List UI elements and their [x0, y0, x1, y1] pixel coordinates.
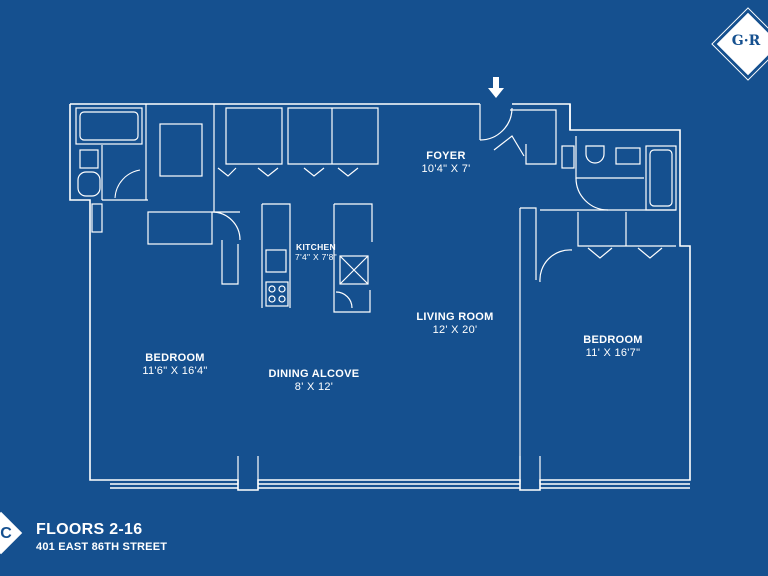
room-dims: 11'6" X 16'4"	[142, 364, 208, 377]
brand-logo: G·R	[716, 12, 768, 76]
room-label-kitchen: KITCHEN 7'4" X 7'8"	[288, 242, 344, 263]
room-dims: 12' X 20'	[432, 323, 478, 336]
living-partitions	[237, 456, 541, 484]
room-dims: 10'4" X 7'	[421, 162, 471, 175]
room-label-bedroom-left: BEDROOM 11'6" X 16'4"	[120, 352, 230, 377]
room-name: LIVING ROOM	[416, 311, 494, 323]
line-letter: C	[0, 525, 12, 542]
room-name: DINING ALCOVE	[268, 368, 360, 380]
left-bedroom-closets	[145, 104, 241, 285]
address-text: 401 EAST 86TH STREET	[36, 541, 168, 553]
kitchen-fixtures	[261, 203, 373, 313]
room-name: KITCHEN	[296, 242, 336, 252]
room-label-bedroom-right: BEDROOM 11' X 16'7"	[558, 334, 668, 359]
outer-walls	[69, 103, 691, 491]
room-dims: 11' X 16'7"	[585, 346, 641, 359]
floors-text: FLOORS 2-16	[36, 521, 143, 538]
down-arrow-icon	[488, 77, 504, 98]
room-label-dining-alcove: DINING ALCOVE 8' X 12'	[258, 368, 370, 393]
room-dims: 7'4" X 7'8"	[295, 251, 337, 262]
plan-footer: FLOORS 2-16 401 EAST 86TH STREET	[36, 521, 167, 553]
logo-text: G·R	[731, 33, 761, 49]
right-bedroom-closets	[519, 207, 676, 482]
room-label-foyer: FOYER 10'4" X 7'	[400, 150, 492, 175]
room-name: FOYER	[426, 150, 466, 162]
foyer-entry	[479, 104, 557, 165]
room-label-living-room: LIVING ROOM 12' X 20'	[400, 311, 510, 336]
right-bathroom	[540, 136, 677, 211]
room-name: BEDROOM	[583, 334, 643, 346]
room-dims: 8' X 12'	[294, 380, 334, 393]
left-bathroom	[75, 107, 148, 233]
line-badge: C	[0, 511, 23, 555]
room-name: BEDROOM	[145, 352, 205, 364]
hall-closets	[213, 104, 379, 213]
